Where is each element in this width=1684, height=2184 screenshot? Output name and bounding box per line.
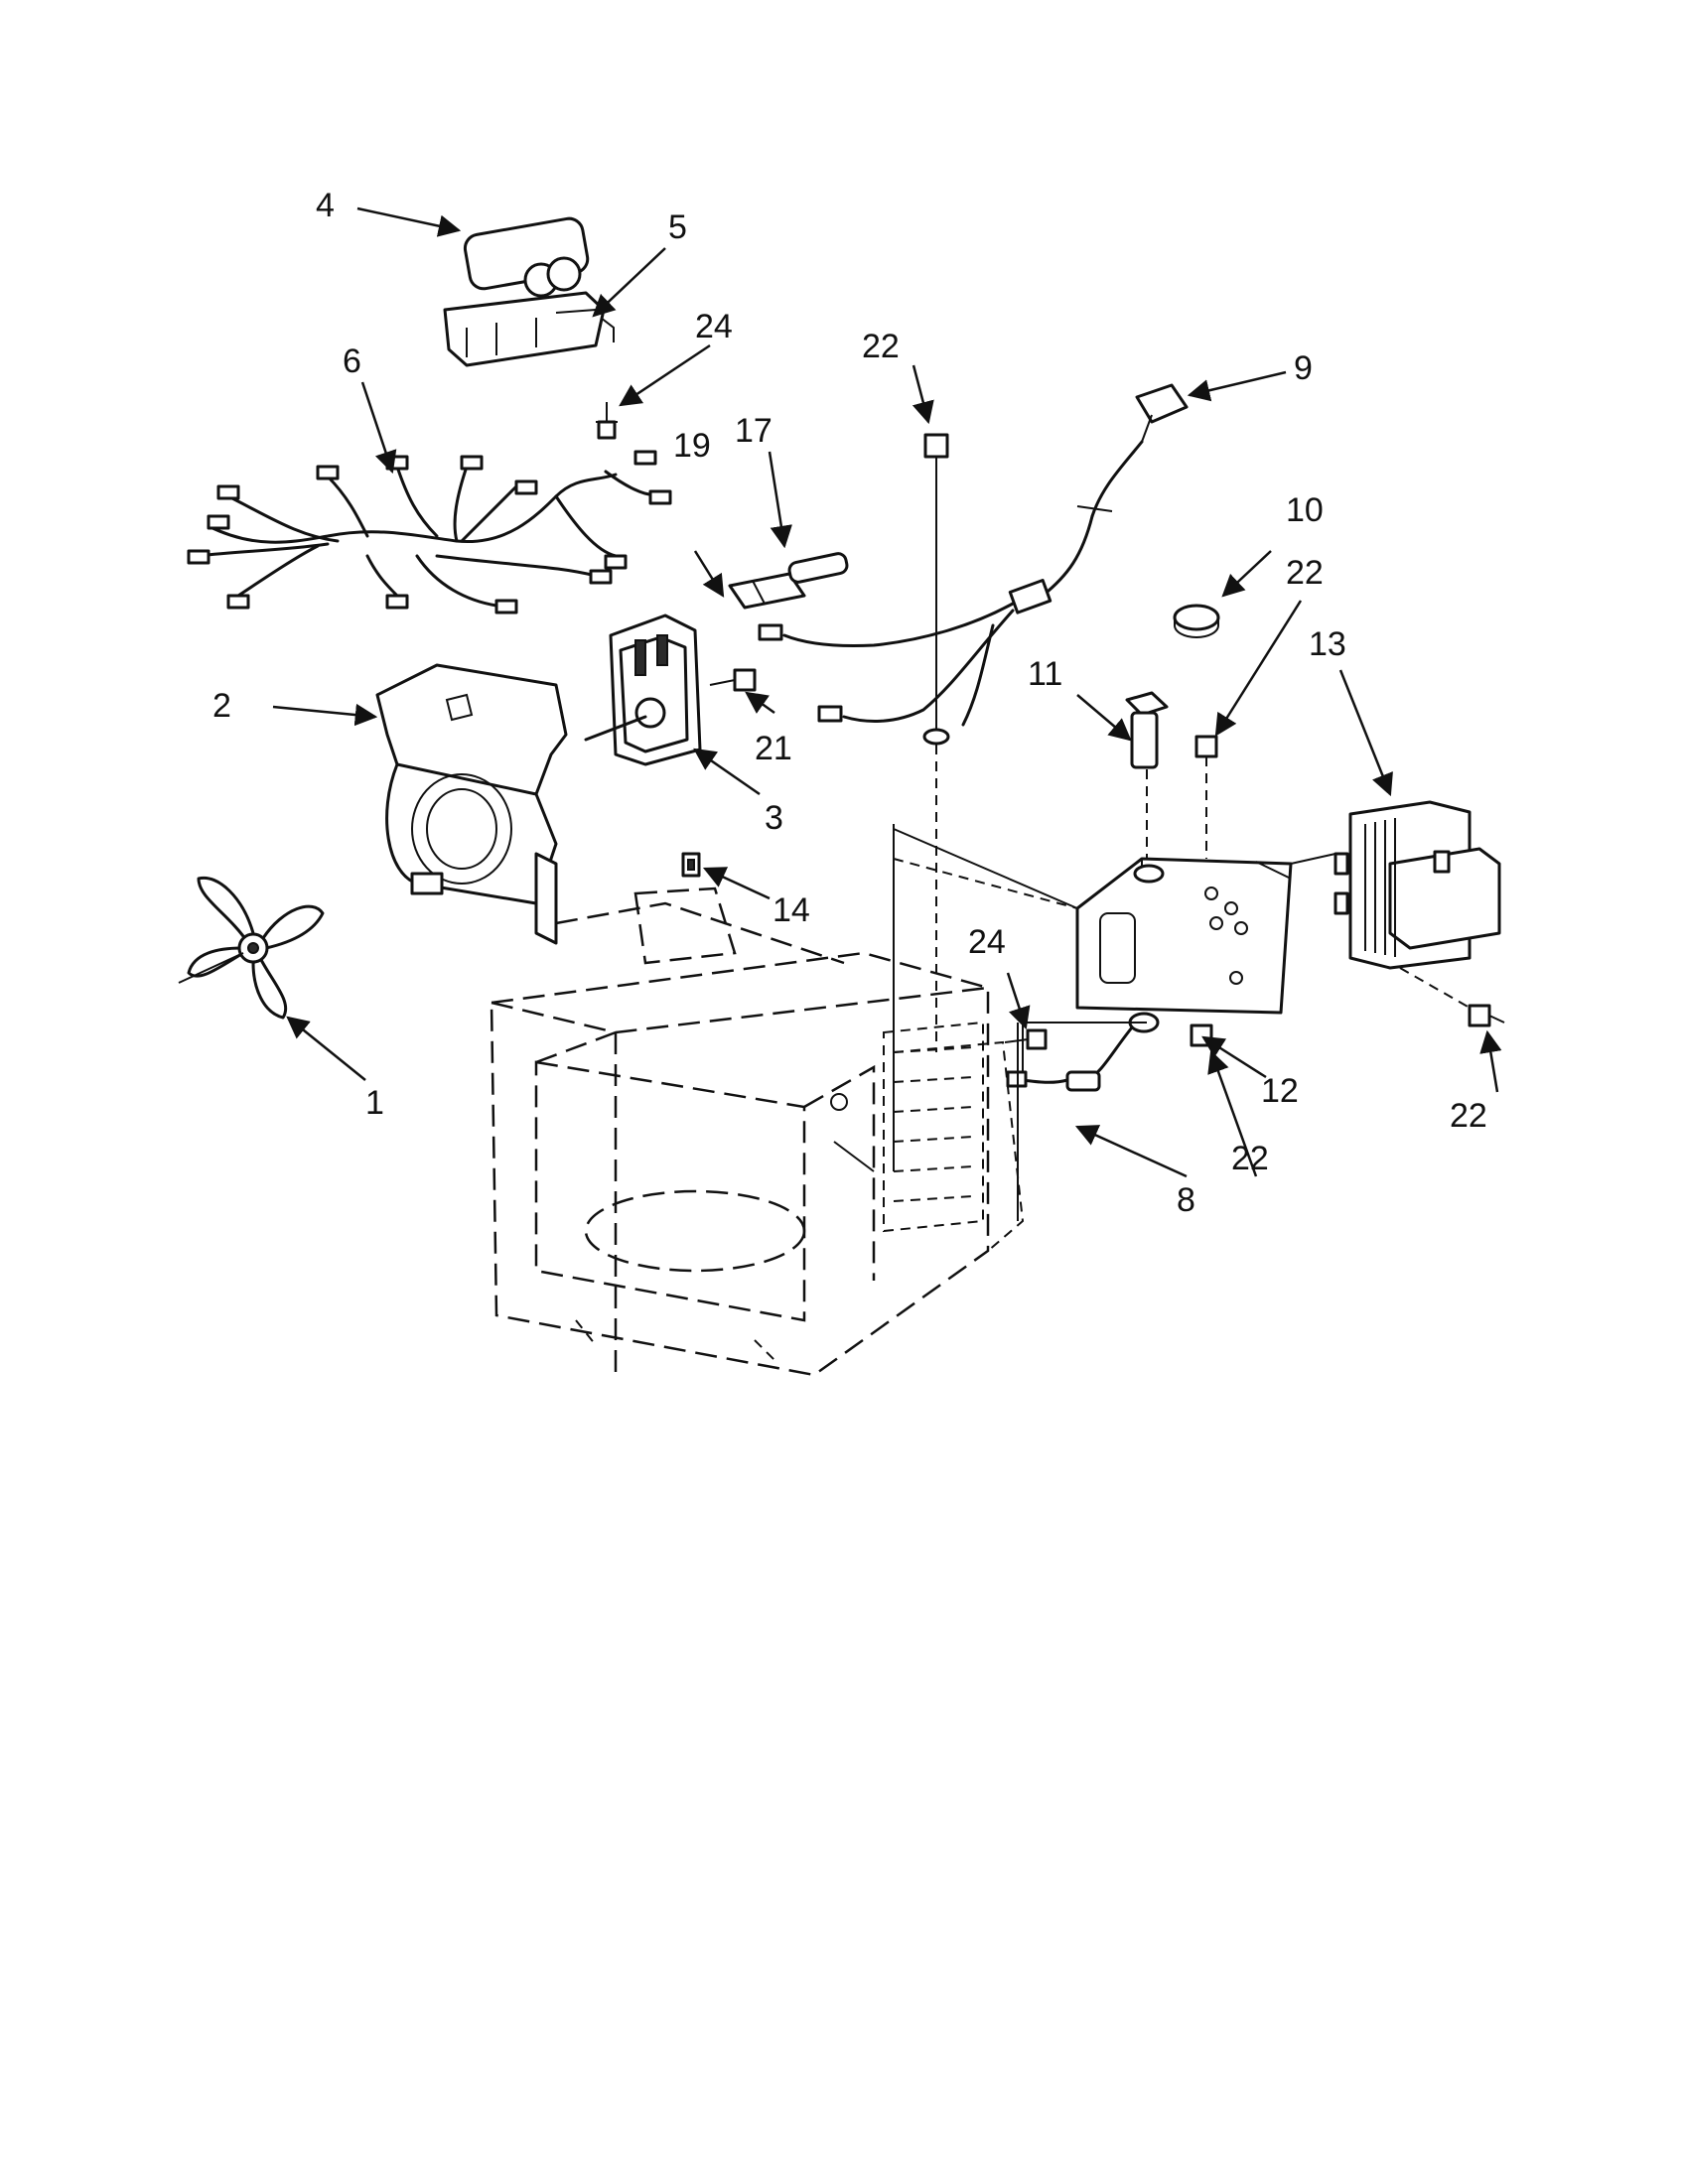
callout-5: 5 <box>668 208 687 246</box>
fan-motor-part <box>584 614 702 766</box>
thermostat-part <box>1173 604 1220 638</box>
fan-blade-part <box>178 876 325 1020</box>
capacitor-bracket-part <box>443 291 615 367</box>
wire-harness-part <box>187 450 672 614</box>
motor-screw-part <box>709 668 757 692</box>
ground-screw-part <box>922 433 950 1052</box>
callout-labels: 4 5 24 6 22 9 19 17 10 22 13 11 2 21 3 1… <box>212 187 1487 1219</box>
magnetron-screw-part <box>1468 1004 1505 1027</box>
callout-6: 6 <box>343 342 361 380</box>
fan-housing-part <box>375 663 568 945</box>
ground-wire-part <box>1006 1012 1213 1092</box>
cabinet-outline <box>490 887 1025 1377</box>
callout-4: 4 <box>316 187 335 224</box>
callout-24-top: 24 <box>695 308 733 345</box>
power-cord-part <box>758 383 1189 727</box>
chassis-screw-part <box>1004 1028 1048 1050</box>
diode-part <box>1125 691 1169 769</box>
callout-2: 2 <box>212 687 231 725</box>
callout-10: 10 <box>1286 491 1324 529</box>
callout-21: 21 <box>755 730 792 767</box>
callout-8: 8 <box>1177 1181 1195 1219</box>
callout-11: 11 <box>1028 655 1062 693</box>
fuse-part <box>787 552 849 584</box>
callout-14: 14 <box>772 891 810 929</box>
magnetron-part <box>1333 800 1501 1009</box>
callout-19: 19 <box>673 427 711 465</box>
callout-22-bottom-right: 22 <box>1450 1097 1487 1135</box>
callout-24-mid: 24 <box>968 923 1006 961</box>
callout-1: 1 <box>365 1084 384 1122</box>
capacitor-part <box>463 216 590 298</box>
leader-lines <box>272 206 1502 1178</box>
base-plate-part <box>893 769 1336 1015</box>
callout-12: 12 <box>1261 1072 1299 1110</box>
callout-9: 9 <box>1294 349 1313 387</box>
plate-screw-part <box>1194 735 1218 859</box>
fuse-holder-part <box>728 572 806 610</box>
bracket-screw-part <box>596 402 618 440</box>
assembly-guide-lines <box>893 824 1078 1221</box>
callout-22-right: 22 <box>1286 554 1324 592</box>
callout-22-mid: 22 <box>1231 1140 1269 1177</box>
switch-part <box>681 852 701 878</box>
callout-13: 13 <box>1309 625 1346 663</box>
callout-22-top: 22 <box>862 328 900 365</box>
callout-3: 3 <box>765 799 783 837</box>
callout-17: 17 <box>735 412 772 450</box>
